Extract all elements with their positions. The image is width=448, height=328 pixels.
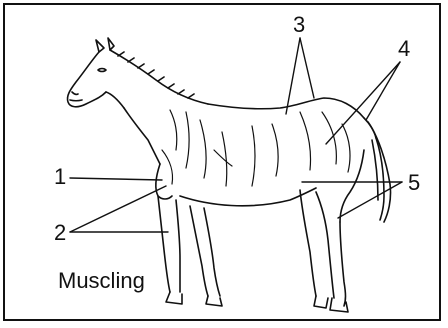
label-1: 1 xyxy=(54,166,66,188)
label-4: 4 xyxy=(398,38,410,60)
leader-lines xyxy=(70,38,402,232)
label-2: 2 xyxy=(54,222,66,244)
diagram-caption: Muscling xyxy=(58,270,145,292)
muscle-contours xyxy=(162,110,350,186)
label-5: 5 xyxy=(408,172,420,194)
label-3: 3 xyxy=(293,14,305,36)
